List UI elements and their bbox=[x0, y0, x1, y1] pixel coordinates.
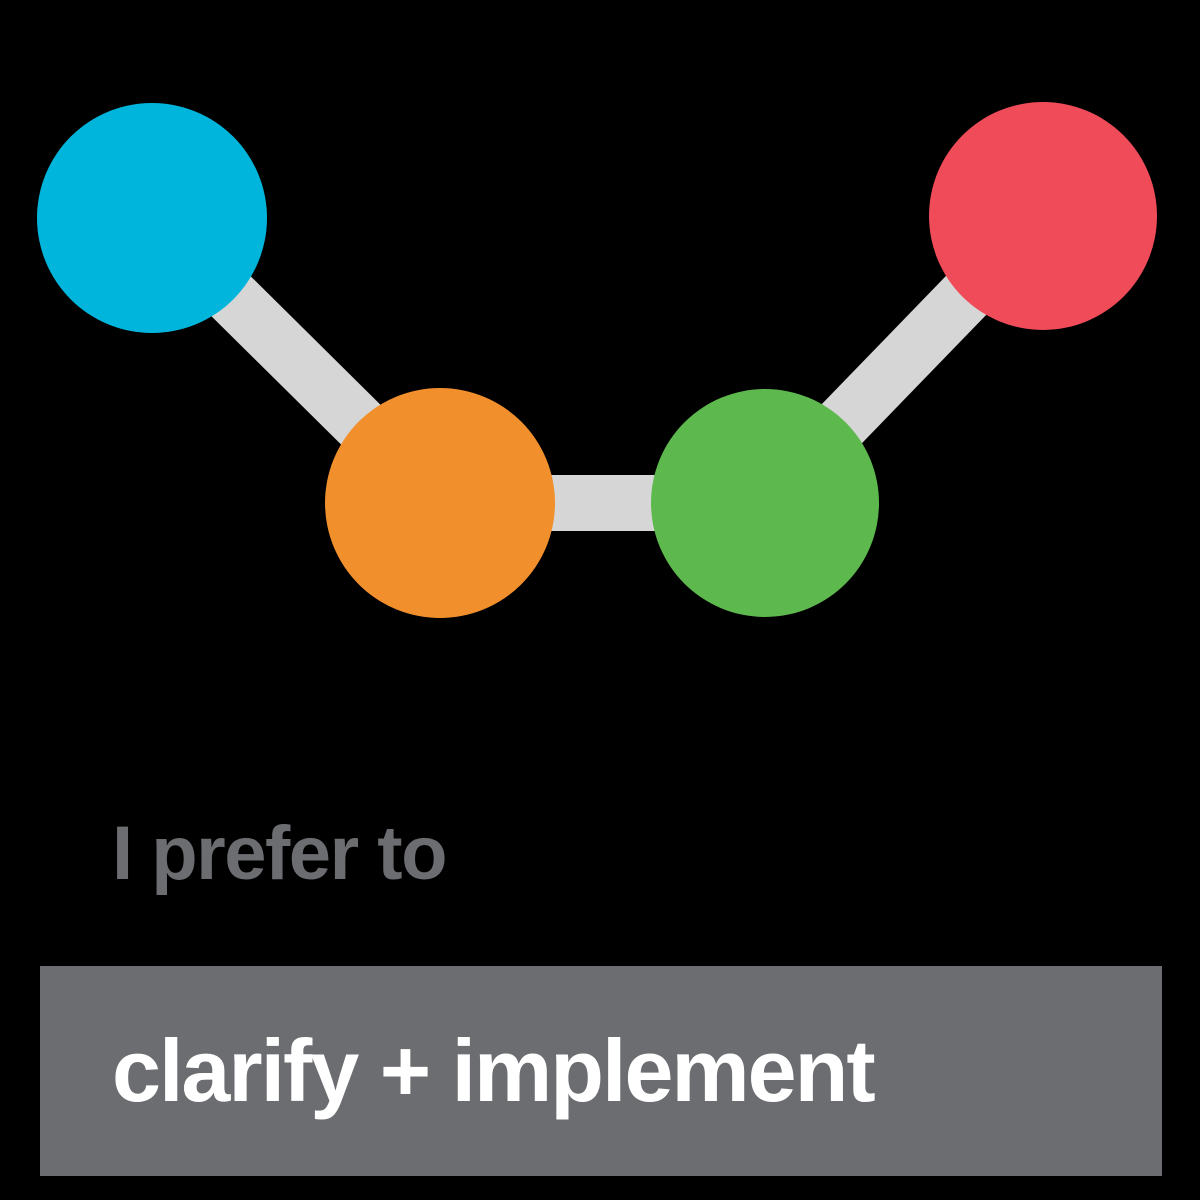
connector-group bbox=[132, 196, 1064, 531]
node-group bbox=[37, 102, 1157, 618]
node-diagram bbox=[37, 102, 1157, 618]
cyan-node-icon bbox=[37, 103, 267, 333]
green-node-icon bbox=[651, 389, 879, 617]
highlight-text: clarify + implement bbox=[112, 1021, 876, 1120]
node-diagram-container bbox=[37, 102, 1157, 618]
highlight-bar: clarify + implement bbox=[40, 966, 1162, 1176]
red-node-icon bbox=[929, 102, 1157, 330]
orange-node-icon bbox=[325, 388, 555, 618]
caption-text: I prefer to bbox=[112, 811, 448, 896]
